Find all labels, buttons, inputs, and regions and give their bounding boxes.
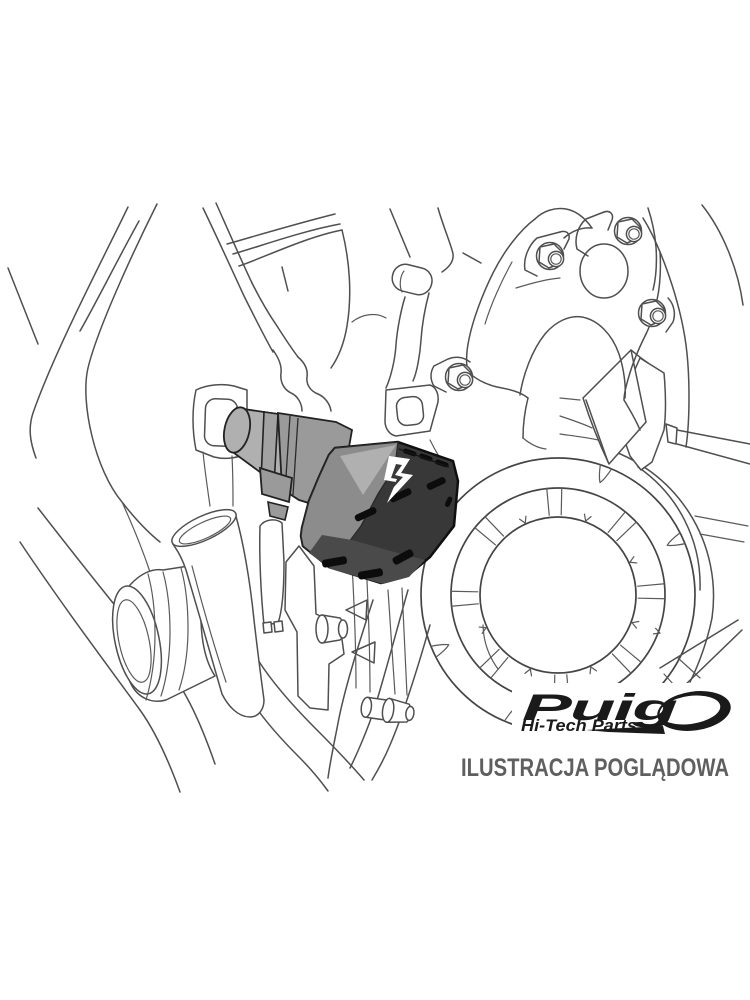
svg-text:ILUSTRACJA POGLĄDOWA: ILUSTRACJA POGLĄDOWA	[461, 754, 729, 782]
svg-text:Hi-Tech Parts: Hi-Tech Parts	[521, 716, 637, 735]
svg-text:Puig: Puig	[522, 687, 678, 728]
